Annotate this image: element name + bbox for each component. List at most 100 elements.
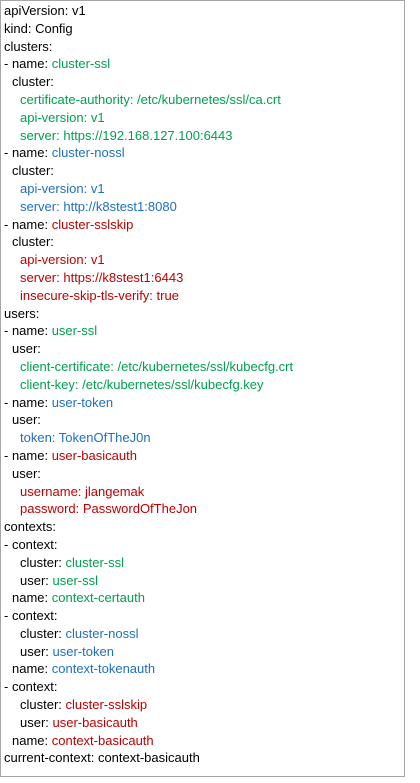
yaml-value: https://k8stest1:6443 [59,269,184,285]
yaml-key: username: [20,483,82,499]
yaml-value: cluster-ssl [48,56,111,72]
yaml-key: client-certificate: [20,358,114,374]
yaml-key: name: [12,661,49,677]
yaml-line: apiVersion: v1 [4,2,404,20]
yaml-line: - context: [4,607,404,625]
yaml-key: cluster: [12,74,54,90]
yaml-key: user: [20,643,49,659]
yaml-key: user: [12,412,41,428]
yaml-line: - name: user-token [4,394,404,412]
yaml-key: user: [20,572,49,588]
yaml-value: user-basicauth [48,714,138,730]
yaml-line: cluster: cluster-ssl [4,554,404,572]
yaml-key: user: [12,341,41,357]
yaml-line: kind: Config [4,20,404,38]
yaml-line: api-version: v1 [4,251,404,269]
yaml-key: current-context: [4,750,95,766]
yaml-line: user: user-token [4,643,404,661]
yaml-value: context-basicauth [94,750,200,766]
yaml-key: api-version: [20,109,88,125]
yaml-line: client-key: /etc/kubernetes/ssl/kubecfg.… [4,376,404,394]
yaml-value: context-basicauth [48,732,154,748]
yaml-line: name: context-certauth [4,589,404,607]
yaml-key: server: [20,269,60,285]
yaml-line: server: http://k8stest1:8080 [4,198,404,216]
yaml-key: password: [20,501,80,517]
yaml-line: - name: cluster-ssl [4,55,404,73]
yaml-line: user: [4,340,404,358]
yaml-value: v1 [87,109,105,125]
yaml-value: v1 [68,3,86,18]
yaml-value: /etc/kubernetes/ssl/kubecfg.crt [113,358,294,374]
yaml-value: context-certauth [48,590,145,606]
yaml-key: - context: [4,608,58,624]
yaml-line: current-context: context-basicauth [4,749,404,767]
yaml-value: cluster-nossl [61,625,139,641]
yaml-value: cluster-ssl [61,554,125,570]
yaml-value: v1 [87,252,105,268]
yaml-value: PasswordOfTheJon [79,501,198,517]
yaml-line: insecure-skip-tls-verify: true [4,287,404,305]
yaml-key: certificate-authority: [20,91,134,107]
yaml-line: token: TokenOfTheJ0n [4,429,404,447]
yaml-line: cluster: cluster-nossl [4,625,404,643]
yaml-key: - name: [4,56,49,72]
yaml-value: v1 [87,180,105,196]
yaml-line: - context: [4,536,404,554]
yaml-value: TokenOfTheJ0n [55,430,151,446]
yaml-key: cluster: [12,163,54,179]
yaml-key: api-version: [20,252,88,268]
yaml-line: password: PasswordOfTheJon [4,500,404,518]
yaml-key: - context: [4,679,58,695]
yaml-line: server: https://k8stest1:6443 [4,269,404,287]
yaml-line: name: context-basicauth [4,732,404,750]
yaml-key: - context: [4,536,58,552]
yaml-line: user: [4,465,404,483]
yaml-line: api-version: v1 [4,180,404,198]
yaml-line: users: [4,305,404,323]
yaml-line: cluster: [4,233,404,251]
yaml-key: - name: [4,323,49,339]
yaml-key: token: [20,430,56,446]
yaml-value: cluster-nossl [48,145,125,161]
yaml-line: user: user-basicauth [4,714,404,732]
yaml-line: - context: [4,678,404,696]
yaml-key: - name: [4,394,49,410]
yaml-value: cluster-sslskip [48,216,134,232]
yaml-value: jlangemak [81,483,145,499]
yaml-value: cluster-sslskip [61,697,148,713]
yaml-value: Config [31,20,73,36]
yaml-key: name: [12,732,49,748]
yaml-line: user: user-ssl [4,572,404,590]
yaml-line: cluster: [4,162,404,180]
yaml-key: insecure-skip-tls-verify: [20,287,153,303]
yaml-key: kind: [4,20,32,36]
yaml-line: - name: cluster-sslskip [4,216,404,234]
yaml-value: user-basicauth [48,447,137,463]
yaml-line: user: [4,411,404,429]
yaml-value: true [152,287,179,303]
yaml-value: context-tokenauth [48,661,156,677]
yaml-key: name: [12,590,49,606]
yaml-line: certificate-authority: /etc/kubernetes/s… [4,91,404,109]
yaml-line: client-certificate: /etc/kubernetes/ssl/… [4,358,404,376]
yaml-key: server: [20,198,60,214]
yaml-value: /etc/kubernetes/ssl/ca.crt [133,91,281,107]
yaml-key: users: [4,305,40,321]
yaml-line: - name: cluster-nossl [4,144,404,162]
yaml-value: http://k8stest1:8080 [59,198,177,214]
yaml-value: https://192.168.127.100:6443 [59,127,233,143]
yaml-key: cluster: [20,625,62,641]
yaml-line: cluster: cluster-sslskip [4,696,404,714]
yaml-key: api-version: [20,180,88,196]
yaml-key: clusters: [4,38,53,54]
yaml-line: api-version: v1 [4,109,404,127]
yaml-key: - name: [4,216,49,232]
yaml-line: - name: user-basicauth [4,447,404,465]
yaml-value: user-ssl [48,572,99,588]
yaml-key: - name: [4,145,49,161]
yaml-key: server: [20,127,60,143]
yaml-line: - name: user-ssl [4,322,404,340]
yaml-key: cluster: [20,697,62,713]
yaml-line: contexts: [4,518,404,536]
